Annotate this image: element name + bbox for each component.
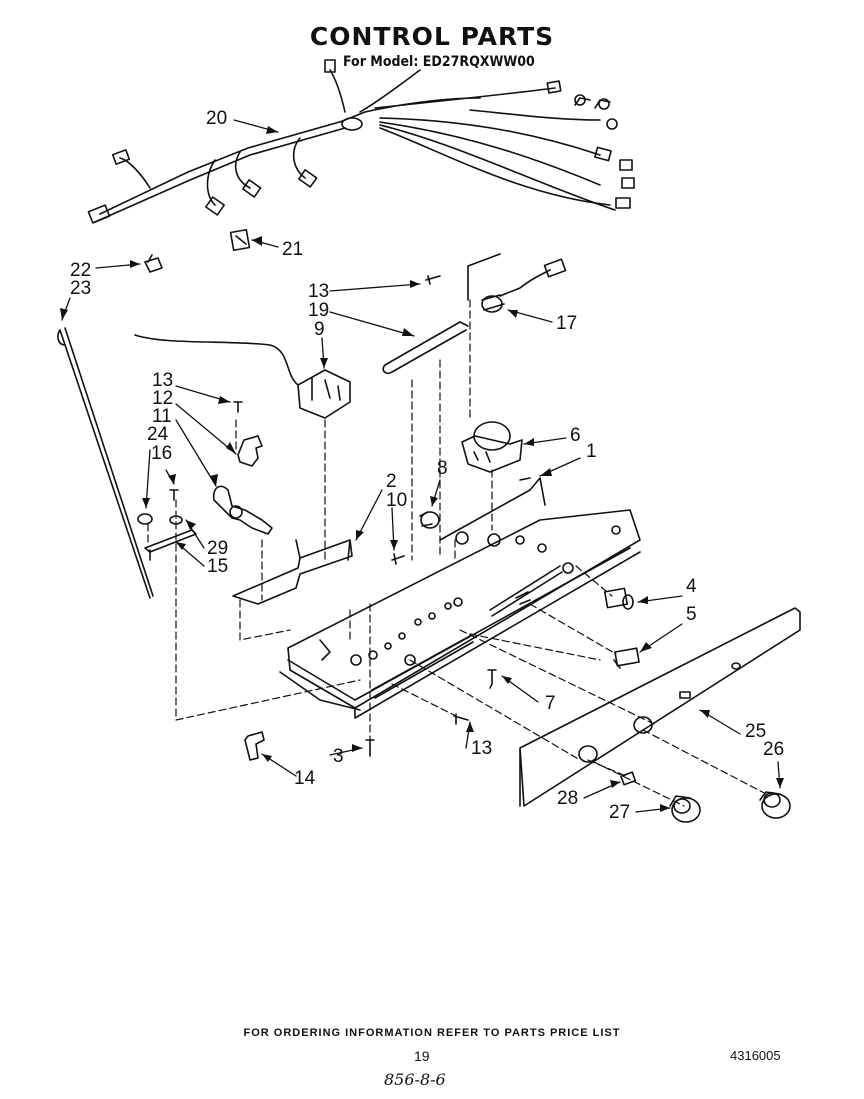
lamp-socket-4 — [603, 587, 634, 610]
knob-27 — [669, 795, 701, 823]
screw-10 — [391, 553, 405, 565]
knob-26 — [759, 791, 791, 819]
callout-19: 19 — [308, 300, 329, 321]
callout-7: 7 — [545, 693, 556, 714]
callout-4: 4 — [686, 576, 697, 597]
screw-3 — [365, 739, 375, 757]
clip-22 — [144, 254, 163, 273]
callout-28: 28 — [557, 788, 578, 809]
bracket-2 — [232, 539, 353, 605]
callout-14: 14 — [294, 768, 316, 789]
bracket-12 — [237, 435, 263, 467]
callout-1: 1 — [586, 441, 597, 462]
clip-28 — [620, 771, 637, 786]
callout-21: 21 — [282, 239, 303, 260]
switch-5 — [613, 647, 640, 669]
callout-25: 25 — [745, 721, 766, 742]
callout-13: 13 — [308, 281, 329, 302]
callout-3: 3 — [333, 746, 344, 767]
model-subtitle: For Model: ED27RQXWW00 — [343, 54, 535, 70]
alignment-lines — [147, 299, 771, 807]
callout-23: 23 — [70, 278, 91, 299]
screw-13-left — [233, 401, 243, 413]
ordering-footer: FOR ORDERING INFORMATION REFER TO PARTS … — [243, 1027, 621, 1039]
callout-17: 17 — [556, 313, 577, 334]
callout-20: 20 — [206, 108, 227, 129]
callout-15: 15 — [207, 556, 228, 577]
thermostat-11 — [212, 485, 273, 535]
document-number: 4316005 — [730, 1048, 781, 1063]
page-number: 19 — [414, 1048, 430, 1064]
callout-10: 10 — [386, 490, 407, 511]
page-title: CONTROL PARTS — [309, 22, 555, 51]
capacitor — [467, 253, 567, 313]
sensor-tube — [382, 321, 469, 375]
callout-5: 5 — [686, 604, 697, 625]
callout-9: 9 — [314, 319, 325, 340]
plug-8 — [419, 511, 440, 529]
control-rod — [57, 327, 154, 599]
handwritten-note: 856-8-6 — [384, 1070, 446, 1089]
washer-24 — [137, 513, 153, 525]
callout-22: 22 — [70, 260, 91, 281]
screw-7 — [487, 669, 497, 689]
callout-13: 13 — [152, 370, 173, 391]
callout-12: 12 — [152, 388, 173, 409]
callout-27: 27 — [609, 802, 630, 823]
screw-16 — [169, 489, 179, 501]
callout-8: 8 — [437, 458, 448, 479]
clip-21 — [229, 228, 251, 252]
control-panel-overlay — [519, 607, 801, 807]
control-console-housing — [279, 477, 641, 719]
callout-13: 13 — [471, 738, 492, 759]
callout-16: 16 — [151, 443, 172, 464]
callout-2: 2 — [386, 471, 397, 492]
clip-14 — [244, 731, 265, 761]
callout-29: 29 — [207, 538, 228, 559]
switch-9 — [134, 334, 351, 419]
callout-11: 11 — [152, 406, 172, 427]
wire-harness — [87, 59, 635, 224]
callout-26: 26 — [763, 739, 784, 760]
callout-6: 6 — [570, 425, 581, 446]
callout-24: 24 — [147, 424, 169, 445]
leader-arrows — [61, 119, 781, 813]
arrow-heads — [60, 126, 784, 812]
timer-6 — [461, 421, 523, 473]
screw-13-upper — [425, 275, 441, 285]
